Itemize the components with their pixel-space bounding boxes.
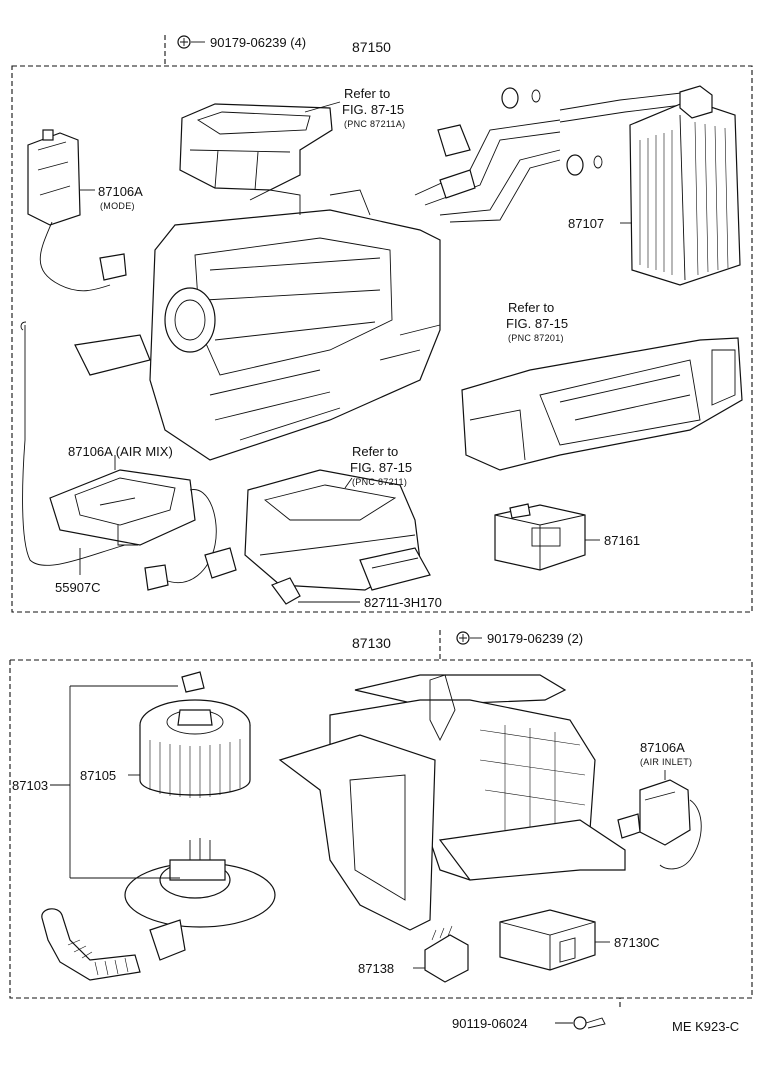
label-ref-c-line3: (PNC 87211) <box>352 477 407 487</box>
resistor-87138-drawing <box>413 925 469 983</box>
label-ref-b-line3: (PNC 87201) <box>508 333 564 343</box>
part-labels: 90179-06239 (4) 87150 Refer to FIG. 87-1… <box>12 35 739 1034</box>
bolt-90119-06024-icon <box>555 1016 606 1030</box>
control-cable-55907c-drawing <box>20 321 126 575</box>
heater-case-drawing <box>74 189 441 461</box>
amplifier-87130c-drawing <box>499 909 610 971</box>
label-90179-06239-4: 90179-06239 (4) <box>210 35 306 50</box>
lower-assembly-frame <box>9 630 753 1010</box>
label-87106a-mode-sub: (MODE) <box>100 201 135 211</box>
blower-motor-drawing <box>124 838 276 961</box>
label-87106a-mode: 87106A <box>98 184 143 199</box>
label-87150: 87150 <box>352 39 391 55</box>
blower-clip-drawing <box>181 671 205 693</box>
upper-assembly-frame <box>11 35 753 613</box>
side-air-duct-drawing <box>461 337 743 471</box>
air-inlet-servo-motor-drawing <box>617 770 702 870</box>
label-87103: 87103 <box>12 778 48 793</box>
label-ref-a-line2: FIG. 87-15 <box>342 102 404 117</box>
mode-servo-motor-drawing <box>27 129 127 292</box>
upper-air-duct-drawing <box>179 101 341 191</box>
screw-90179-06239-icon <box>177 35 205 49</box>
airmix-servo-motor-drawing <box>49 455 237 591</box>
heater-core-drawing <box>620 85 741 286</box>
label-90179-06239-2: 90179-06239 (2) <box>487 631 583 646</box>
label-ref-b-line2: FIG. 87-15 <box>506 316 568 331</box>
label-87106a-inlet-sub: (AIR INLET) <box>640 757 692 767</box>
label-ref-b-line1: Refer to <box>508 300 554 315</box>
figure-code: ME K923-C <box>672 1019 739 1034</box>
clip-82711-3h170-drawing <box>271 577 360 605</box>
label-87130c: 87130C <box>614 935 660 950</box>
label-82711-3h170: 82711-3H170 <box>364 595 442 610</box>
label-87138: 87138 <box>358 961 394 976</box>
label-87105: 87105 <box>80 768 116 783</box>
amplifier-87161-drawing <box>494 503 600 571</box>
label-87106a-airmix: 87106A (AIR MIX) <box>68 444 173 459</box>
label-ref-c-line1: Refer to <box>352 444 398 459</box>
heater-pipes-drawing <box>414 87 691 223</box>
assembly-87103-bracket <box>50 685 180 879</box>
screw-90179-06239-lower-icon <box>456 631 482 645</box>
label-90119-06024: 90119-06024 <box>452 1016 528 1031</box>
label-ref-a-line1: Refer to <box>344 86 390 101</box>
label-87161: 87161 <box>604 533 640 548</box>
label-87107: 87107 <box>568 216 604 231</box>
label-55907c: 55907C <box>55 580 101 595</box>
blower-fan-drawing <box>128 699 251 798</box>
label-87130: 87130 <box>352 635 391 651</box>
blower-case-drawing <box>278 674 626 931</box>
label-ref-a-line3: (PNC 87211A) <box>344 119 405 129</box>
drain-hose-drawing <box>41 908 141 981</box>
label-ref-c-line2: FIG. 87-15 <box>350 460 412 475</box>
label-87106a-inlet: 87106A <box>640 740 685 755</box>
lower-air-duct-drawing <box>244 469 431 591</box>
